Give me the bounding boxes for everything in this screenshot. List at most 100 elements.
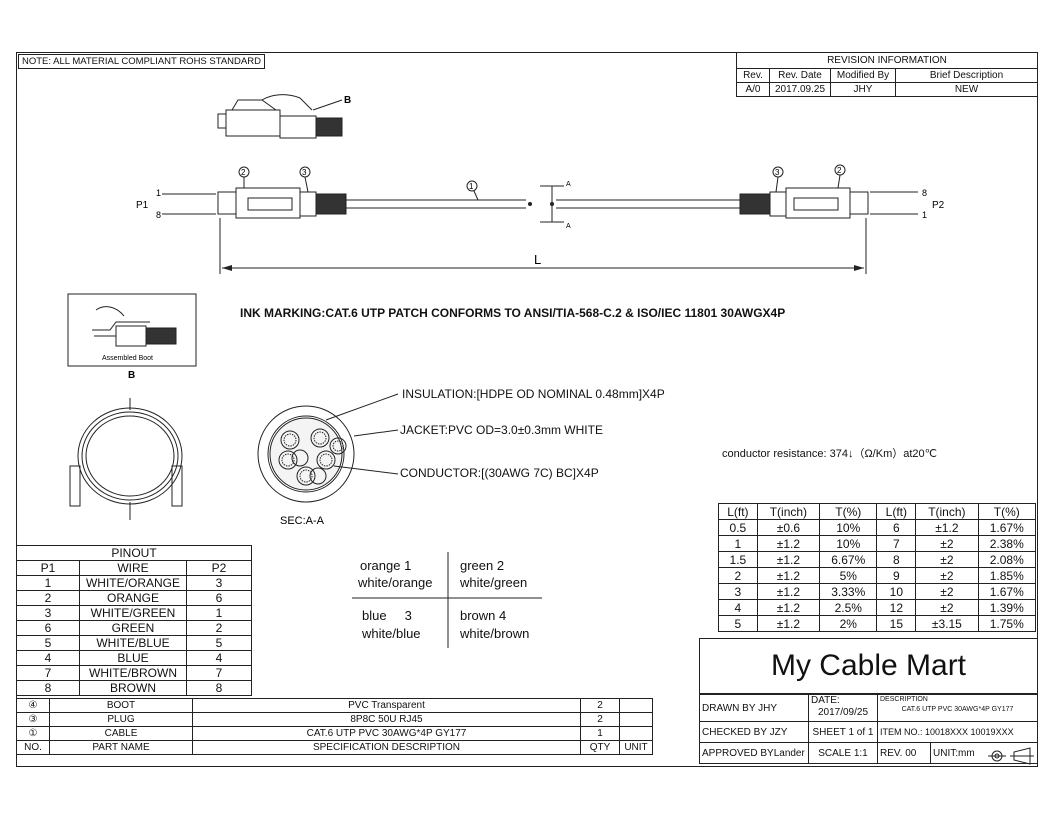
bom-spec: PVC Transparent bbox=[192, 698, 581, 713]
tol-cell: ±2 bbox=[915, 567, 979, 584]
bom-no: ④ bbox=[16, 698, 50, 713]
tol-cell: 10 bbox=[876, 583, 917, 600]
tol-cell: 1.67% bbox=[977, 583, 1037, 600]
boot-detail-box bbox=[67, 293, 197, 367]
pair1-white: white/orange bbox=[358, 575, 433, 590]
tol-cell: 4 bbox=[718, 599, 758, 616]
pinout-h1: WIRE bbox=[79, 560, 187, 576]
bom-unit bbox=[619, 698, 653, 713]
table-row: ① CABLE CAT.6 UTP PVC 30AWG*4P GY177 1 bbox=[16, 726, 653, 741]
pin-cell: 4 bbox=[186, 650, 252, 666]
pair2-color: green 2 bbox=[460, 558, 505, 573]
bom-table: ④ BOOT PVC Transparent 2 ③ PLUG 8P8C 50U… bbox=[16, 698, 653, 755]
pair4-color: brown 4 bbox=[460, 608, 507, 623]
bom-qty: 2 bbox=[580, 698, 620, 713]
tol-cell: 7 bbox=[876, 535, 917, 552]
callout-3-right-leader bbox=[775, 176, 779, 193]
pin-cell: WHITE/BROWN bbox=[79, 665, 187, 681]
pin-cell: 5 bbox=[186, 635, 252, 651]
scale: SCALE 1:1 bbox=[808, 742, 878, 764]
approved-by: APPROVED BYLander bbox=[699, 742, 809, 764]
tol-cell: ±1.2 bbox=[756, 567, 821, 584]
tol-cell: 3 bbox=[718, 583, 758, 600]
pin-cell: 7 bbox=[186, 665, 252, 681]
tol-cell: 6.67% bbox=[819, 551, 878, 568]
pin8-right: 8 bbox=[922, 188, 927, 198]
tol-cell: 1 bbox=[718, 535, 758, 552]
bom-h-part: PART NAME bbox=[49, 740, 193, 755]
tol-cell: 9 bbox=[876, 567, 917, 584]
tol-cell: 1.85% bbox=[977, 567, 1037, 584]
pair3-color: blue 3 bbox=[362, 608, 412, 623]
pin-cell: 8 bbox=[186, 680, 252, 696]
sheet: SHEET 1 of 1 bbox=[808, 721, 878, 743]
company-box: My Cable Mart bbox=[699, 638, 1038, 694]
pin-cell: 6 bbox=[16, 620, 80, 636]
tol-cell: 8 bbox=[876, 551, 917, 568]
tol-cell: ±2 bbox=[915, 599, 979, 616]
insulation-leader bbox=[325, 393, 399, 421]
callout-3-left: 3 bbox=[302, 168, 307, 177]
tol-cell: 6 bbox=[876, 519, 917, 536]
drawing-frame bbox=[16, 52, 1038, 767]
bom-spec: CAT.6 UTP PVC 30AWG*4P GY177 bbox=[192, 726, 581, 741]
bom-h-unit: UNIT bbox=[619, 740, 653, 755]
jacket-leader bbox=[353, 429, 399, 437]
pin-cell: GREEN bbox=[79, 620, 187, 636]
tol-cell: ±3.15 bbox=[915, 615, 979, 632]
callout-2-right: 2 bbox=[837, 166, 842, 175]
p1-label: P1 bbox=[136, 200, 149, 211]
brief-desc-value: NEW bbox=[895, 82, 1038, 97]
pin-cell: WHITE/BLUE bbox=[79, 635, 187, 651]
tol-cell: 0.5 bbox=[718, 519, 758, 536]
pin-cell: 2 bbox=[186, 620, 252, 636]
rohs-note: NOTE: ALL MATERIAL COMPLIANT ROHS STANDA… bbox=[18, 54, 265, 69]
tolerance-header: L(ft) T(inch) T(%) L(ft) T(inch) T(%) bbox=[718, 503, 1037, 520]
pin1-left: 1 bbox=[156, 188, 161, 198]
tol-cell: 12 bbox=[876, 599, 917, 616]
coiled-cable bbox=[69, 398, 183, 520]
desc-value: CAT.6 UTP PVC 30AWG*4P GY177 bbox=[901, 706, 1014, 713]
tol-cell: 2.38% bbox=[977, 535, 1037, 552]
pin-cell: BROWN bbox=[79, 680, 187, 696]
bom-spec: 8P8C 50U RJ45 bbox=[192, 712, 581, 727]
dim-arrow-left bbox=[222, 265, 232, 271]
bom-h-spec: SPECIFICATION DESCRIPTION bbox=[192, 740, 581, 755]
tol-cell: ±2 bbox=[915, 535, 979, 552]
pin-cell: 2 bbox=[16, 590, 80, 606]
section-caption: SEC:A-A bbox=[280, 515, 325, 527]
bom-unit bbox=[619, 712, 653, 727]
bom-part: CABLE bbox=[49, 726, 193, 741]
date-cell: DATE: 2017/09/25 bbox=[808, 694, 878, 722]
tol-cell: ±1.2 bbox=[915, 519, 979, 536]
unit: UNIT:mm bbox=[930, 742, 1038, 764]
table-row: ③ PLUG 8P8C 50U RJ45 2 bbox=[16, 712, 653, 727]
tol-cell: 5% bbox=[819, 567, 878, 584]
length-label: L bbox=[534, 252, 541, 267]
tol-h1: T(inch) bbox=[756, 503, 821, 520]
bom-h-qty: QTY bbox=[580, 740, 620, 755]
tol-cell: 1.5 bbox=[718, 551, 758, 568]
break-dot-right bbox=[550, 202, 554, 206]
revision-table: REVISION INFORMATION Rev. Rev. Date Modi… bbox=[736, 52, 1038, 97]
pin-cell: 7 bbox=[16, 665, 80, 681]
desc-cell: DESCRIPTION CAT.6 UTP PVC 30AWG*4P GY177 bbox=[877, 694, 1038, 722]
p2-label: P2 bbox=[932, 200, 945, 211]
date-label: DATE: bbox=[811, 695, 840, 707]
bom-header: NO. PART NAME SPECIFICATION DESCRIPTION … bbox=[16, 740, 653, 755]
callout-1: 1 bbox=[469, 182, 474, 191]
pair3-white: white/blue bbox=[362, 626, 421, 641]
pin-cell: 5 bbox=[16, 635, 80, 651]
tol-cell: 5 bbox=[718, 615, 758, 632]
plug-side-view bbox=[217, 94, 343, 139]
pin-cell: 1 bbox=[186, 605, 252, 621]
ink-marking: INK MARKING:CAT.6 UTP PATCH CONFORMS TO … bbox=[240, 306, 786, 320]
